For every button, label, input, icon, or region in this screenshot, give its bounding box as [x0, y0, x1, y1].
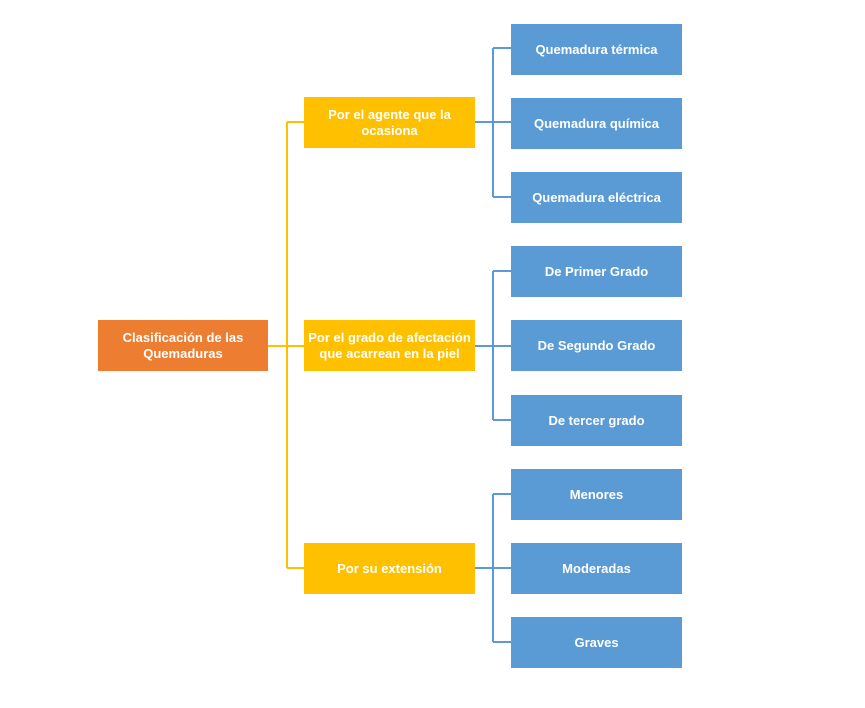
root-label: Clasificación de las Quemaduras — [122, 329, 244, 361]
leaf-node-minor: Menores — [511, 469, 682, 520]
leaf-node-chemical: Quemadura química — [511, 98, 682, 149]
leaf-node-first-degree: De Primer Grado — [511, 246, 682, 297]
category-label: Por el agente que la ocasiona — [328, 106, 451, 138]
category-label: Por el grado de afectación que acarrean … — [308, 329, 471, 361]
category-node-extension: Por su extensión — [304, 543, 475, 594]
leaf-label: Quemadura química — [534, 115, 659, 131]
leaf-label: Graves — [574, 634, 619, 650]
leaf-node-second-degree: De Segundo Grado — [511, 320, 682, 371]
leaf-node-electrical: Quemadura eléctrica — [511, 172, 682, 223]
leaf-label: De Primer Grado — [544, 263, 649, 279]
leaf-node-thermal: Quemadura térmica — [511, 24, 682, 75]
leaf-node-severe: Graves — [511, 617, 682, 668]
leaf-node-third-degree: De tercer grado — [511, 395, 682, 446]
leaf-label: De tercer grado — [548, 412, 645, 428]
category-label: Por su extensión — [337, 560, 442, 576]
category-node-degree: Por el grado de afectación que acarrean … — [304, 320, 475, 371]
leaf-label: Menores — [569, 486, 624, 502]
leaf-label: Quemadura eléctrica — [532, 189, 661, 205]
category-node-agent: Por el agente que la ocasiona — [304, 97, 475, 148]
root-node: Clasificación de las Quemaduras — [98, 320, 268, 371]
leaf-label: De Segundo Grado — [537, 337, 656, 353]
leaf-label: Quemadura térmica — [535, 41, 658, 57]
leaf-label: Moderadas — [562, 560, 631, 576]
leaf-node-moderate: Moderadas — [511, 543, 682, 594]
